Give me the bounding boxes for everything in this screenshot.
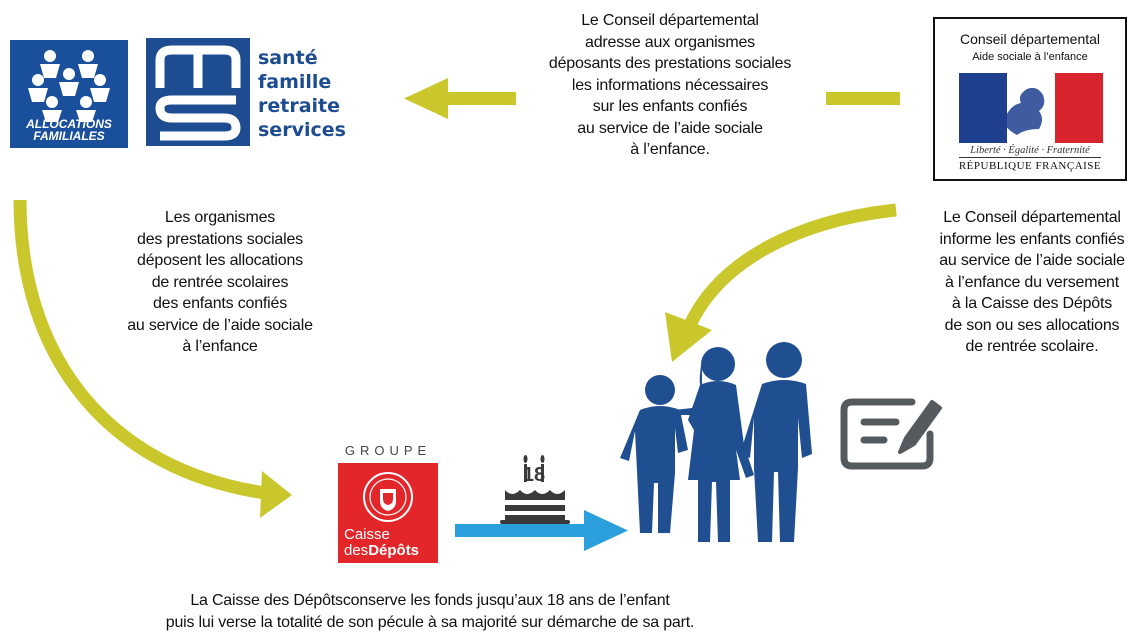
top-arrow-tail [826,92,900,105]
msa-word-retraite: retraite [258,95,341,117]
right-curved-arrowhead [665,312,712,362]
caf-logo-text: ALLOCATIONS FAMILIALES [26,117,112,143]
marianne-flag-icon [959,73,1103,143]
rep-motto: Liberté · Égalité · Fraternité [970,145,1090,156]
form-edit-icon [840,398,942,470]
cake-age: 18 [523,464,545,486]
blue-arrow [455,510,628,551]
cdc-caisse: Caisse [344,526,390,543]
cdc-seal-icon [363,472,413,522]
left-middle-text: Les organismes des prestations sociales … [127,209,313,355]
caf-logo: ALLOCATIONS FAMILIALES [10,40,128,148]
right-middle-text: Le Conseil départemental informe les enf… [939,209,1125,355]
msa-logo: santé famille retraite services [146,38,366,148]
conseil-departemental-logo: Conseil départemental Aide sociale à l’e… [933,17,1127,181]
rep-name: RÉPUBLIQUE FRANÇAISE [958,160,1102,172]
left-curved-arrowhead [260,471,292,518]
top-center-text: Le Conseil départemental adresse aux org… [548,12,792,158]
right-curved-arrow [684,203,897,328]
rep-title: Conseil départemental [959,31,1101,47]
left-curved-arrow [13,199,266,500]
children-silhouette [620,342,812,542]
rep-separator [959,157,1101,158]
msa-logo-mark [146,38,250,146]
bottom-text: La Caisse des Dépôtsconserve les fonds j… [165,592,695,631]
cdc-des-depots: desDépôts [344,542,420,559]
msa-word-services: services [258,119,346,141]
caf-family-icon [28,50,110,122]
msa-word-sante: santé [258,47,318,69]
rep-subtitle: Aide sociale à l’enfance [972,51,1088,63]
birthday-cake-icon [500,455,570,524]
caisse-des-depots-logo: Caisse desDépôts [338,463,438,563]
cdc-groupe-label: GROUPE [344,443,432,458]
top-arrow [404,78,516,119]
msa-word-famille: famille [258,71,332,93]
